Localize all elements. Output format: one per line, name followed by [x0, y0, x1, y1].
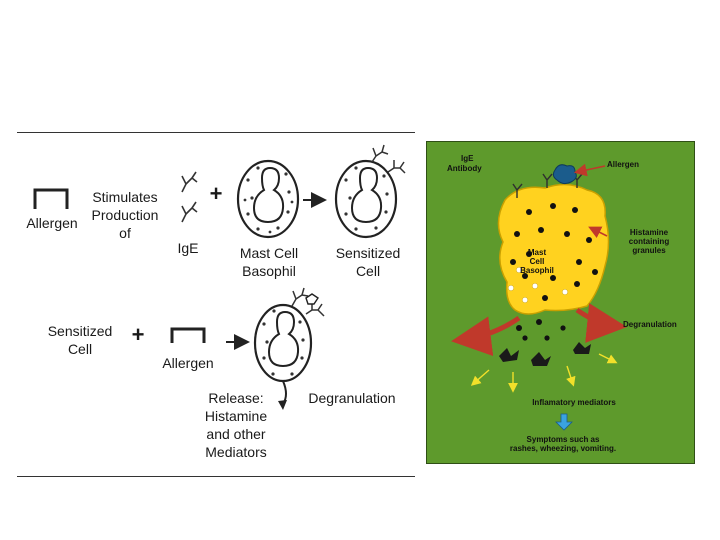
allergen-label-1: Allergen: [26, 215, 78, 231]
cell-label-2: Cell: [67, 341, 93, 357]
mediators-label: Mediators: [205, 444, 267, 460]
symptoms-label-1: Symptoms such as: [526, 435, 600, 444]
allergen-shape-2: [170, 327, 206, 343]
panel-art: [451, 163, 627, 431]
top-rule: [17, 132, 415, 133]
ige-label: IgE: [177, 240, 199, 256]
cell-label-panel: Cell: [529, 257, 545, 266]
ige-label-panel: IgE: [461, 154, 474, 163]
sensitized-label-1: Sensitized: [335, 245, 401, 261]
degranulation-label: Degranulation: [308, 390, 396, 406]
degranulation-label-panel: Degranulation: [623, 320, 677, 329]
histamine-label-panel: Histamine: [629, 228, 669, 237]
mast-cell-degranulation-panel: IgE Antibody Allergen Histamine containi…: [426, 141, 695, 464]
sensitized-cell-icon: [334, 144, 406, 239]
allergen-label-panel: Allergen: [607, 160, 640, 169]
sensitized-label-2: Sensitized: [47, 323, 113, 339]
cell-label-1: Cell: [355, 263, 381, 279]
inflammatory-mediators-label: Inflamatory mediators: [532, 398, 616, 407]
bottom-rule: [17, 476, 415, 477]
allergen-label-2: Allergen: [162, 355, 214, 371]
histamine-label: Histamine: [204, 408, 268, 424]
allergen-blob: [552, 164, 577, 185]
of-label: of: [119, 225, 131, 241]
basophil-label: Basophil: [242, 263, 296, 279]
plus-sign-1: +: [209, 181, 223, 206]
basophil-label-panel: Basophil: [520, 266, 554, 275]
mast-label-panel: Mast: [527, 248, 547, 257]
mast-cell-label: Mast Cell: [239, 245, 299, 261]
mast-cell-icon: [236, 159, 300, 239]
containing-label-panel: containing: [628, 237, 670, 246]
ige-antibody-icon: [512, 173, 583, 198]
granules-label-panel: granules: [632, 246, 666, 255]
and-other-label: and other: [206, 426, 266, 442]
stimulates-label: Stimulates: [92, 189, 158, 205]
antibody-label-panel: Antibody: [447, 164, 482, 173]
degranulating-cell-icon: [253, 287, 325, 410]
ige-antibody-icon: [181, 171, 198, 223]
production-label: Production: [91, 207, 159, 223]
plus-sign-2: +: [131, 322, 145, 347]
release-label: Release:: [208, 390, 264, 406]
allergen-shape-1: [33, 188, 69, 209]
symptoms-label-2: rashes, wheezing, vomiting.: [509, 444, 617, 453]
blue-down-arrow: [555, 413, 573, 431]
